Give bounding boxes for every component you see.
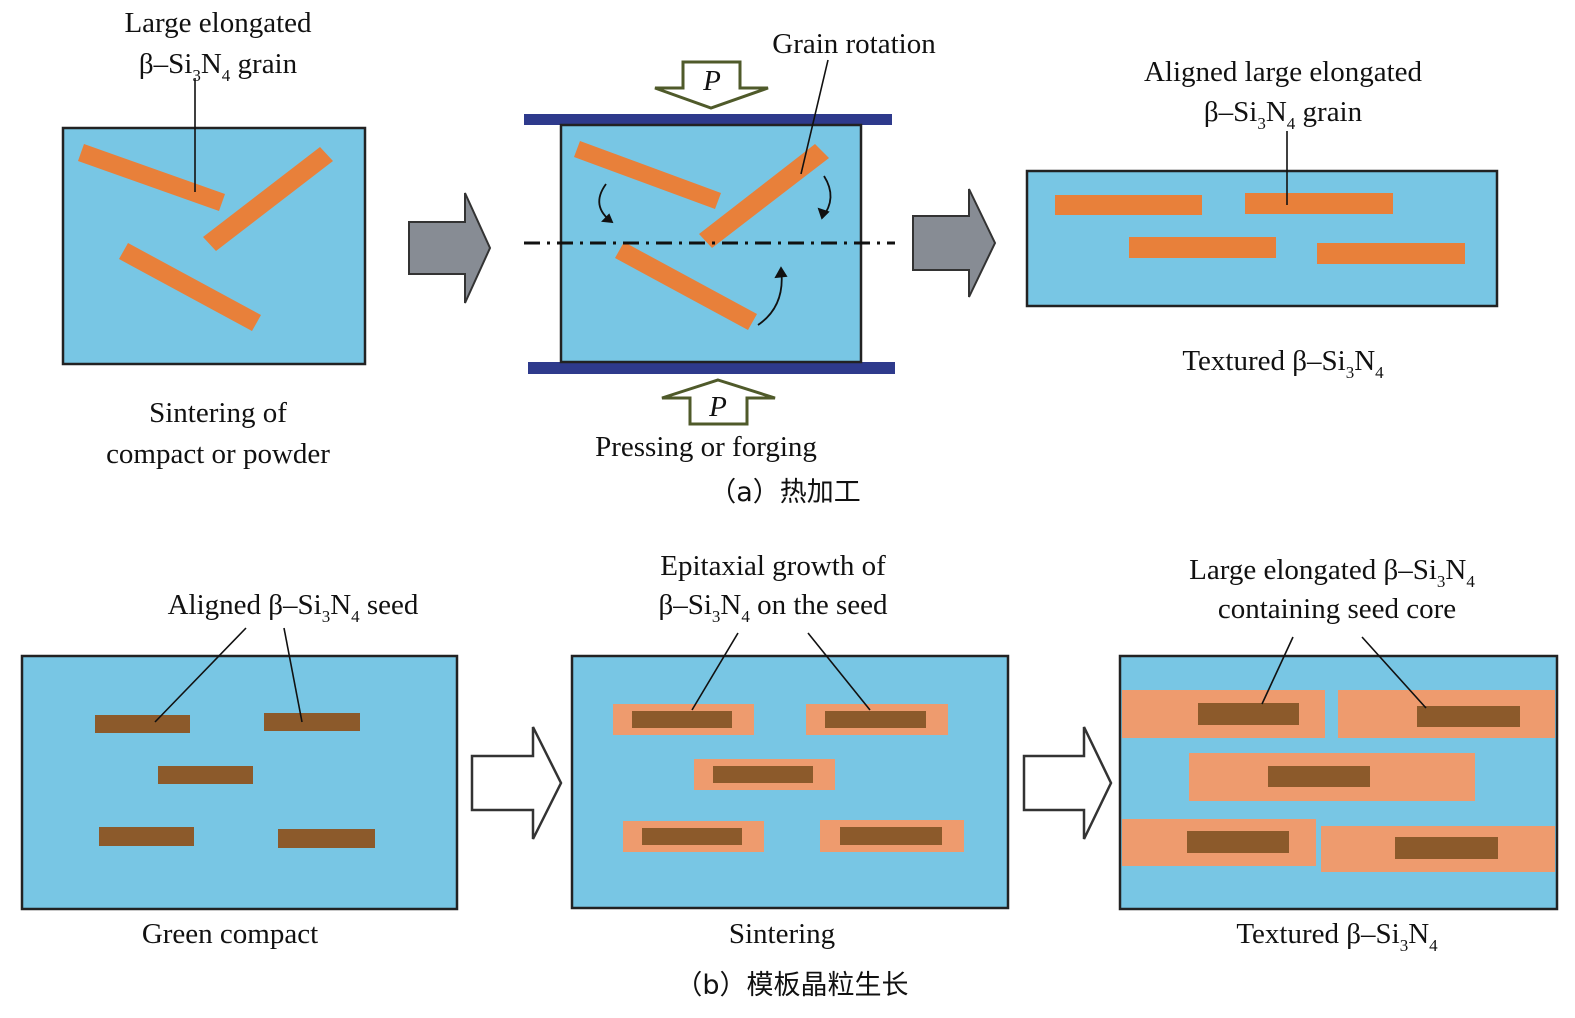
a3-grain-4 bbox=[1317, 243, 1465, 264]
a2-callout-line bbox=[800, 59, 829, 175]
a2-grain-2 bbox=[699, 144, 829, 248]
a1-grain-1 bbox=[78, 144, 225, 211]
b-flow-arrow-2 bbox=[1022, 726, 1113, 840]
a2-pressure-arrow-bottom bbox=[661, 378, 776, 426]
a3-callout-line1: Aligned large elongated bbox=[1144, 56, 1423, 88]
b1-seeds bbox=[95, 713, 375, 848]
panel-b-caption: （b）模板晶粒生长 bbox=[675, 970, 908, 1001]
b2-seed-1 bbox=[632, 711, 732, 728]
b3-seed-3 bbox=[1268, 766, 1370, 787]
b2-callout-line-1 bbox=[691, 632, 739, 711]
panel-a-caption: （a）热加工 bbox=[709, 477, 861, 508]
b2-seed-2 bbox=[825, 711, 926, 728]
a2-bottom-platen bbox=[528, 362, 895, 374]
a2-elongated-grains bbox=[574, 141, 829, 330]
a3-aligned-grains bbox=[1055, 193, 1465, 264]
b3-callout-line1: Large elongated β–Si3N4 bbox=[1189, 554, 1475, 591]
a3-grain-2 bbox=[1245, 193, 1393, 214]
b3-seed-cores bbox=[1187, 703, 1520, 859]
b3-callout-line2: containing seed core bbox=[1218, 593, 1456, 625]
b3-callout-line-1 bbox=[1261, 636, 1294, 705]
b2-callout-line2: β–Si3N4 on the seed bbox=[658, 589, 888, 626]
b1-callout: Aligned β–Si3N4 seed bbox=[168, 589, 419, 626]
a1-grain-2 bbox=[203, 147, 333, 251]
a2-grain-1 bbox=[574, 141, 721, 209]
a2-pressure-label-bottom: P bbox=[708, 391, 727, 423]
b1-seed-5 bbox=[278, 829, 375, 848]
a2-rotation-arrows bbox=[598, 175, 832, 326]
a1-grain-3 bbox=[119, 243, 261, 331]
b2-callout-line-2 bbox=[807, 632, 871, 711]
a1-callout-line2: β–Si3N4 grain bbox=[139, 48, 298, 85]
b2-seed-5 bbox=[840, 827, 942, 845]
a1-callout-line1: Large elongated bbox=[124, 7, 312, 39]
a-flow-arrow-1 bbox=[408, 192, 492, 304]
b1-callout-line-2 bbox=[283, 627, 303, 723]
a2-grain-3 bbox=[615, 242, 757, 330]
a2-label: Pressing or forging bbox=[595, 431, 817, 463]
a1-label-line1: Sintering of bbox=[149, 397, 287, 429]
b1-label: Green compact bbox=[142, 918, 318, 950]
a3-grain-1 bbox=[1055, 195, 1202, 215]
b3-callout-line-2 bbox=[1361, 636, 1427, 709]
b3-seed-1 bbox=[1198, 703, 1299, 725]
b-flow-arrow-1 bbox=[470, 726, 563, 840]
b2-seed-3 bbox=[713, 766, 813, 783]
b2-seed-4 bbox=[642, 828, 742, 845]
a2-pressure-label-top: P bbox=[702, 65, 721, 97]
b1-seed-2 bbox=[264, 713, 360, 731]
b2-seeds bbox=[632, 711, 942, 845]
b1-callout-line-1 bbox=[154, 627, 247, 723]
b1-seed-4 bbox=[99, 827, 194, 846]
b1-seed-3 bbox=[158, 766, 253, 784]
a3-grain-3 bbox=[1129, 237, 1276, 258]
b3-seed-2 bbox=[1417, 706, 1520, 727]
a1-label-line2: compact or powder bbox=[106, 438, 330, 470]
a2-callout: Grain rotation bbox=[772, 28, 936, 60]
b1-seed-1 bbox=[95, 715, 190, 733]
a-flow-arrow-2 bbox=[912, 188, 997, 298]
a3-callout-line2: β–Si3N4 grain bbox=[1204, 96, 1363, 133]
b3-seed-4 bbox=[1187, 831, 1289, 853]
b3-label: Textured β–Si3N4 bbox=[1236, 918, 1438, 955]
b2-callout-line1: Epitaxial growth of bbox=[660, 550, 886, 582]
b3-seed-5 bbox=[1395, 837, 1498, 859]
a2-top-platen bbox=[524, 114, 892, 125]
a3-label: Textured β–Si3N4 bbox=[1182, 345, 1384, 382]
a1-elongated-grains bbox=[78, 144, 333, 331]
a2-pressure-arrow-top bbox=[654, 60, 769, 110]
b2-label: Sintering bbox=[729, 918, 835, 950]
